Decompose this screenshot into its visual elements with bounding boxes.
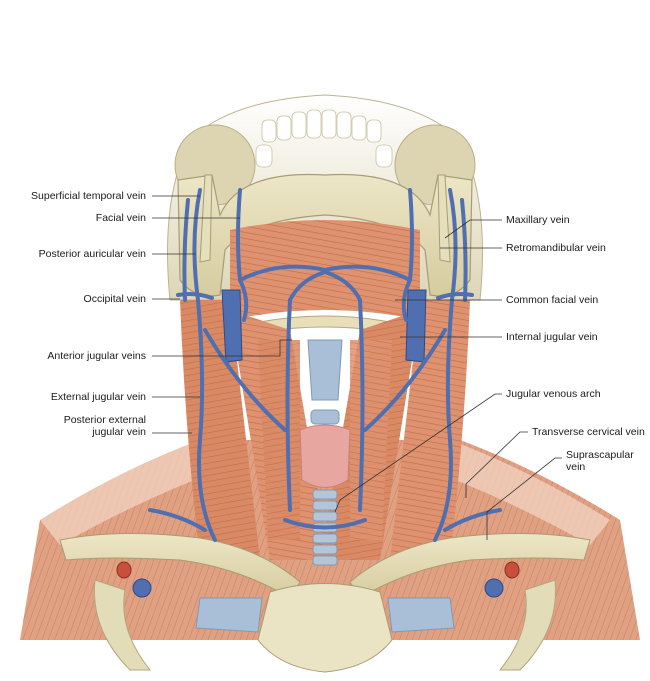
internal-jugular-veins [221,289,427,363]
superficial-veins [148,188,502,542]
label-common-facial-vein: Common facial vein [506,294,599,306]
label-occipital-vein: Occipital vein [83,293,146,305]
label-retromandibular-vein: Retromandibular vein [506,242,606,254]
larynx-trachea [299,339,351,566]
label-jugular-venous-arch: Jugular venous arch [506,388,601,400]
sternum [257,583,393,673]
label-internal-jugular-vein: Internal jugular vein [506,331,598,343]
shoulder-girdle [59,532,591,673]
label-anterior-jugular-veins: Anterior jugular veins [47,350,146,362]
label-superficial-temporal-vein: Superficial temporal vein [31,190,146,202]
label-external-jugular-vein: External jugular vein [50,391,146,403]
thyroid-gland [299,424,351,488]
leader-lines [152,195,562,540]
label-maxillary-vein: Maxillary vein [506,214,570,226]
label-posterior-auricular-vein: Posterior auricular vein [38,248,146,260]
label-transverse-cervical-vein: Transverse cervical vein [532,426,645,438]
label-facial-vein: Facial vein [95,212,146,224]
label-suprascapular-vein: Suprascapular vein [566,449,634,473]
label-posterior-external-jugular-vein: Posterior external jugular vein [63,414,146,438]
